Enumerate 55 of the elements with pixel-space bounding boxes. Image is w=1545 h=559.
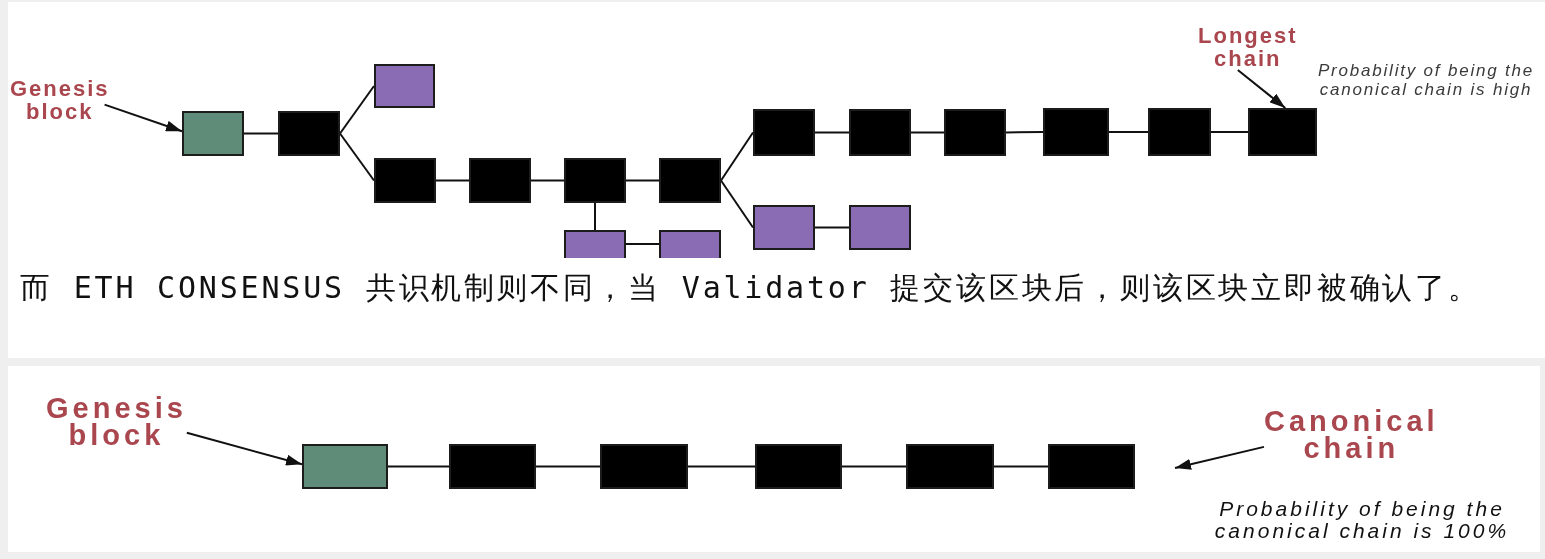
fork-block	[849, 205, 911, 250]
connector-line	[594, 202, 596, 231]
block	[849, 109, 911, 156]
note-text: Probability of being the canonical chain is high	[1316, 61, 1536, 99]
callout-label: Genesis block	[10, 77, 110, 123]
block	[600, 444, 688, 489]
connector-line	[625, 243, 660, 245]
callout-label: Longest chain	[1198, 24, 1298, 70]
callout-label: Genesis block	[46, 395, 187, 449]
connector-line	[625, 179, 660, 182]
note-text: Probability of being the canonical chain is 100%	[1213, 498, 1511, 542]
body-text: 而 ETH CONSENSUS 共识机制则不同，当 Validator 提交该区块后，则该区块立即被确认了。	[20, 270, 1481, 306]
block	[753, 109, 815, 156]
block	[906, 444, 994, 489]
connector-line	[993, 465, 1049, 468]
fork-block	[753, 205, 815, 250]
fork-block	[659, 230, 721, 258]
fork-block	[374, 64, 435, 108]
block	[449, 444, 536, 489]
arrow	[185, 431, 303, 466]
fork-block	[564, 230, 626, 258]
arrow	[1174, 445, 1265, 470]
connector-line	[841, 465, 907, 468]
connector-line	[1108, 131, 1149, 133]
connector-line	[720, 179, 754, 229]
block	[1043, 108, 1109, 156]
block	[1148, 108, 1211, 156]
block	[1048, 444, 1135, 489]
connector-line	[387, 465, 450, 468]
block	[755, 444, 842, 489]
connector-line	[910, 131, 945, 134]
genesis-block	[182, 111, 244, 156]
block	[944, 109, 1006, 156]
arrow	[103, 103, 183, 133]
block	[374, 158, 436, 203]
connector-line	[530, 179, 565, 182]
block	[659, 158, 721, 203]
connector-line	[339, 132, 375, 182]
connector-line	[243, 132, 279, 135]
connector-line	[339, 85, 375, 135]
arrow	[1236, 69, 1287, 109]
block	[1248, 108, 1317, 156]
connector-line	[720, 131, 754, 182]
connector-line	[435, 179, 470, 182]
block	[278, 111, 340, 156]
genesis-block	[302, 444, 388, 489]
connector-line	[814, 226, 850, 229]
connector-line	[1005, 131, 1044, 134]
connector-line	[1210, 131, 1249, 133]
block	[469, 158, 531, 203]
connector-line	[535, 465, 601, 468]
callout-label: Canonical chain	[1264, 408, 1439, 462]
connector-line	[814, 131, 850, 134]
block	[564, 158, 626, 203]
connector-line	[687, 465, 756, 468]
